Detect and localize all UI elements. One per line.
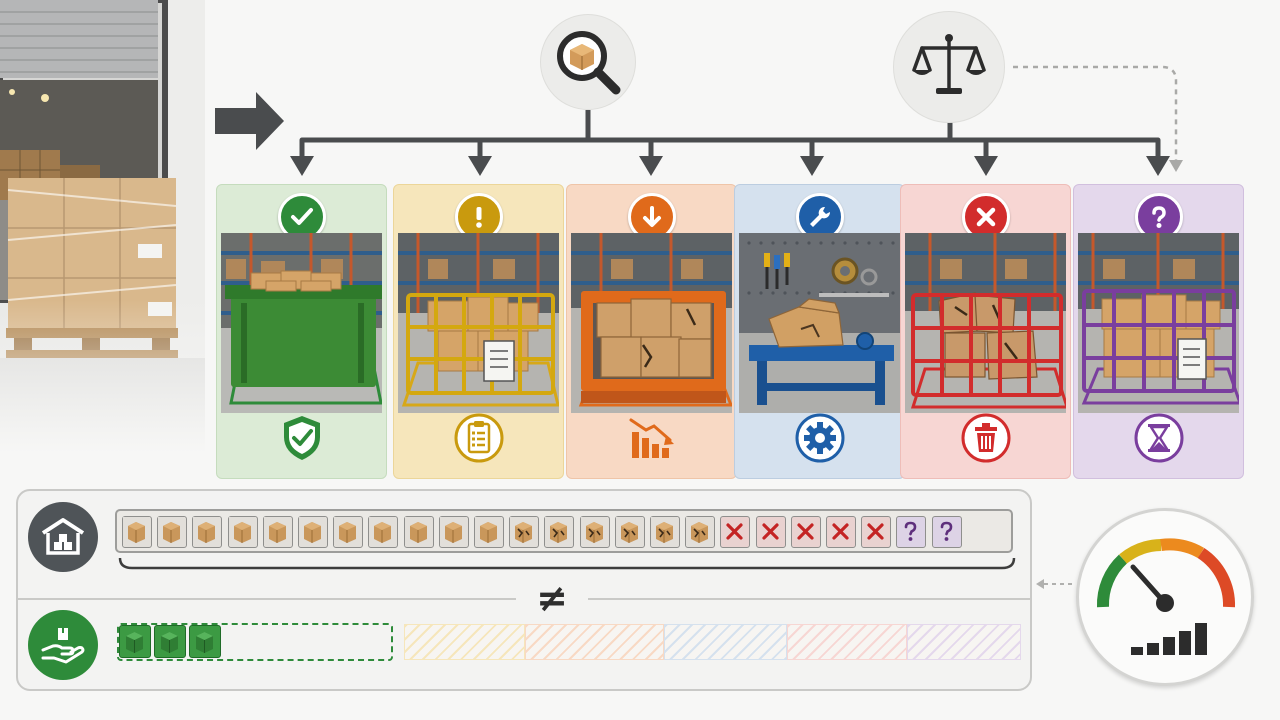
unknown-bin-photo: [1078, 233, 1239, 413]
inventory-cell-unknown: [931, 516, 962, 548]
allocated-segment-downgraded: [525, 624, 664, 660]
gauge-link: [1036, 579, 1076, 589]
inventory-brace: [118, 557, 1016, 570]
inventory-cell-damaged-box: [509, 516, 540, 548]
allocated-cell-box: [189, 625, 221, 658]
signal-bars-icon: [1131, 623, 1207, 655]
category-repair: [734, 184, 905, 479]
not-equal-symbol: ≠: [516, 578, 588, 618]
allocated-segment-rejected: [787, 624, 907, 660]
shield-check-icon: [276, 412, 328, 464]
pending-bin-photo: [398, 233, 559, 413]
allocated-cell-box: [119, 625, 151, 658]
inventory-cell-box: [474, 516, 504, 548]
inventory-cell-box: [368, 516, 399, 548]
decision-node: [893, 11, 1005, 123]
inventory-cell-box: [192, 516, 223, 548]
inventory-cell-box: [438, 516, 469, 548]
inventory-cell-damaged-box: [544, 516, 575, 548]
inventory-cell-damaged-box: [614, 516, 645, 548]
category-downgraded: [566, 184, 737, 479]
hand-box-icon: [28, 610, 98, 680]
repair-bench-photo: [739, 233, 900, 413]
inventory-cell-box: [122, 516, 152, 548]
gear-icon: [794, 412, 846, 464]
category-unknown: [1073, 184, 1244, 479]
inventory-cell-box: [403, 516, 434, 548]
inventory-cell-damaged-box: [650, 516, 680, 548]
inventory-cell-rejected: [790, 516, 821, 548]
category-rejected: [900, 184, 1071, 479]
allocated-segment-unknown: [907, 624, 1021, 660]
clipboard-checklist-icon: [453, 412, 505, 464]
declining-bars-icon: [626, 412, 678, 464]
category-pending-review: [393, 184, 564, 479]
inventory-cell-rejected: [720, 516, 751, 548]
inspection-node: [540, 14, 636, 110]
category-accepted: [216, 184, 387, 479]
inventory-cell-unknown: [896, 516, 927, 548]
gauge-icon: [1096, 538, 1236, 612]
allocated-segment-repair: [664, 624, 787, 660]
inventory-cell-box: [262, 516, 293, 548]
intake-arrow: [215, 92, 284, 150]
inventory-cell-damaged-box: [579, 516, 610, 548]
inventory-cell-box: [227, 516, 258, 548]
magnifier-box-icon: [557, 31, 621, 95]
downgraded-bin-photo: [571, 233, 732, 413]
inventory-cell-box: [333, 516, 364, 548]
warehouse-icon: [28, 502, 98, 572]
allocated-cell-box: [154, 625, 186, 658]
warehouse-dock-photo: [0, 0, 205, 470]
accepted-bin-photo: [221, 233, 382, 413]
allocated-segment-pending-review: [404, 624, 525, 660]
inventory-cell-rejected: [861, 516, 892, 548]
allocated-accepted-slot: [117, 623, 393, 661]
inventory-cell-box: [157, 516, 188, 548]
inventory-cell-damaged-box: [685, 516, 716, 548]
hourglass-icon: [1133, 412, 1185, 464]
inventory-cell-box: [298, 516, 328, 548]
scales-icon: [912, 34, 986, 94]
inventory-cell-rejected: [826, 516, 856, 548]
rejected-bin-photo: [905, 233, 1066, 413]
trash-icon: [960, 412, 1012, 464]
inventory-cell-rejected: [755, 516, 786, 548]
flow-connectors: [215, 65, 1183, 176]
gauge-node: [1076, 508, 1254, 686]
